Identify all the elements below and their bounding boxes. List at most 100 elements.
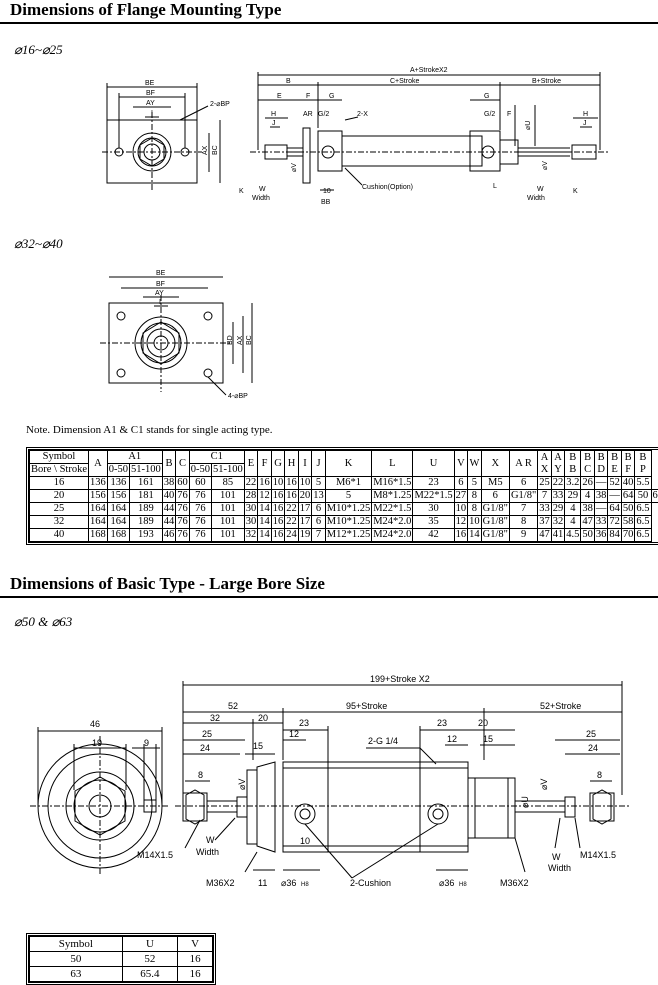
- table-cell: G1/8": [480, 528, 510, 542]
- d3-v-right: ⌀V: [539, 779, 549, 790]
- table-cell: 63: [29, 966, 123, 982]
- th-bb: B B: [564, 450, 582, 477]
- d3-10: 10: [300, 836, 310, 846]
- table-cell: 6: [453, 476, 469, 490]
- table-cell: 5: [467, 476, 482, 490]
- table-cell: 76: [188, 489, 213, 503]
- d3-m14-right: M14X1.5: [580, 850, 616, 860]
- table-cell: 14: [257, 515, 272, 529]
- table-cell: 28: [243, 489, 259, 503]
- dim-width: Width: [252, 195, 270, 202]
- dim-l: L: [493, 183, 497, 190]
- th-bf: B F: [620, 450, 636, 477]
- dim-10: 10: [323, 188, 331, 195]
- th-a1-51-100: 51-100: [129, 463, 163, 477]
- table-cell: 38: [580, 502, 595, 516]
- d3-15a: 15: [253, 741, 263, 751]
- table-cell: 52: [607, 476, 622, 490]
- th-w: W: [467, 450, 482, 477]
- table-cell: 14: [257, 528, 272, 542]
- table-cell: 32: [550, 515, 566, 529]
- table-cell: 6.5: [634, 515, 652, 529]
- d3-port: 2-G 1/4: [368, 736, 398, 746]
- section-rule-2: [0, 596, 658, 598]
- table-cell: 16: [270, 515, 286, 529]
- table-cell: 22: [284, 502, 299, 516]
- spec-table: Symbol A A1 B C C1 E F G H I J K L U V W…: [29, 450, 658, 542]
- table-cell: 136: [106, 476, 131, 490]
- table-cell: 30: [412, 502, 455, 516]
- table-cell: 76: [188, 515, 213, 529]
- dim2-be: BE: [156, 270, 166, 277]
- dim-c-stroke: C+Stroke: [390, 78, 419, 85]
- table-cell: 24: [284, 528, 299, 542]
- table-cell: M22*1.5: [412, 489, 455, 503]
- dim-ax: AX: [202, 145, 209, 155]
- dim-v: ⌀V: [291, 163, 298, 172]
- table-cell: M24*2.0: [371, 528, 414, 542]
- th-ay: A Y: [550, 450, 566, 477]
- table-cell: 35: [412, 515, 455, 529]
- table-cell: 33: [537, 502, 552, 516]
- table-cell: 14: [467, 528, 482, 542]
- dim-width-right: Width: [527, 195, 545, 202]
- section-title-large-bore: Dimensions of Basic Type - Large Bore Si…: [10, 574, 325, 593]
- table-cell: 76: [175, 515, 190, 529]
- dim-h-right: H: [583, 111, 588, 118]
- table-cell: 6: [480, 489, 510, 503]
- table-cell: 16: [257, 476, 272, 490]
- table-cell: 27: [453, 489, 469, 503]
- d3-cushion: 2-Cushion: [350, 878, 391, 888]
- dim-k: K: [239, 188, 244, 195]
- table-cell: 20: [297, 489, 313, 503]
- dim-ay: AY: [146, 100, 155, 107]
- th-b: B: [161, 450, 177, 477]
- dim-bf: BF: [146, 90, 155, 97]
- bore-label-mid: ⌀32~⌀40: [14, 236, 63, 251]
- uv-th-u: U: [121, 936, 179, 952]
- th-bp: B P: [634, 450, 652, 477]
- dim-i: I: [151, 110, 153, 117]
- dim-2bp: 2-⌀BP: [210, 101, 230, 108]
- d3-24b: 24: [588, 743, 598, 753]
- table-cell: 4: [580, 489, 595, 503]
- dim2-ay: AY: [155, 290, 164, 297]
- dim-b-stroke: B+Stroke: [532, 78, 561, 85]
- table-cell: 76: [188, 502, 213, 516]
- d3-52: 52: [228, 701, 238, 711]
- table-cell: 6: [311, 502, 326, 516]
- table-cell: 168: [88, 528, 108, 542]
- table-cell: 76: [175, 528, 190, 542]
- dim-w-right: W: [537, 186, 544, 193]
- table-cell: 72: [607, 515, 622, 529]
- table-cell: 58: [620, 515, 636, 529]
- th-a1-0-50: 0-50: [106, 463, 131, 477]
- table-subheader-row: Bore \ Stroke 0-50 51-100 0-50 51-100: [29, 463, 658, 477]
- th-f: F: [257, 450, 272, 477]
- table-cell: 32: [243, 528, 259, 542]
- table-cell: —: [607, 489, 622, 503]
- th-c1: C1: [188, 450, 245, 464]
- table-cell: 33: [550, 489, 566, 503]
- table-cell: 16: [284, 476, 299, 490]
- d3-19: 19: [92, 738, 102, 748]
- table-cell: 16: [284, 489, 299, 503]
- table-cell: 181: [129, 489, 163, 503]
- table-cell: M8*1.25: [371, 489, 414, 503]
- table-cell: 5.5: [634, 476, 652, 490]
- table-cell: 40: [620, 476, 636, 490]
- d3-15b: 15: [483, 734, 493, 744]
- table-cell: 7: [311, 528, 326, 542]
- d3-25b: 25: [586, 729, 596, 739]
- section-title-flange: Dimensions of Flange Mounting Type: [10, 0, 282, 19]
- table-cell: —: [593, 502, 609, 516]
- dim-total: A+StrokeX2: [410, 67, 448, 74]
- d3-h8-left: H8: [301, 882, 309, 888]
- table-cell: 6: [508, 476, 539, 490]
- d3-11: 11: [258, 878, 267, 888]
- dim-j: J: [272, 120, 276, 127]
